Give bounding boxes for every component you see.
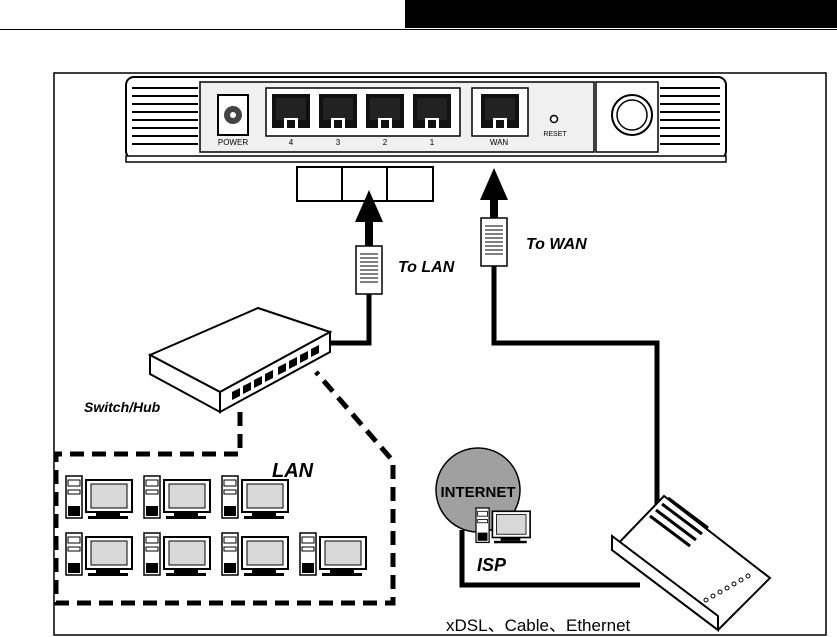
lan-computer-icon xyxy=(144,533,210,576)
wan-label: WAN xyxy=(490,138,509,147)
lan-group-label: LAN xyxy=(272,460,314,482)
wan-arrow-up-icon xyxy=(480,168,508,200)
lan-cable xyxy=(330,294,369,343)
lan-computer-icon xyxy=(222,476,288,519)
switch-icon xyxy=(150,308,330,412)
lan-bracket xyxy=(297,167,433,201)
lan-computer-icon xyxy=(300,533,366,576)
to-wan-label: To WAN xyxy=(526,236,587,253)
switch-hub-label: Switch/Hub xyxy=(84,399,161,415)
isp-label: ISP xyxy=(477,555,507,575)
lan-computer-icon xyxy=(144,476,210,519)
port-label-3: 3 xyxy=(336,138,341,147)
antenna-knob-icon xyxy=(612,95,652,135)
port-label-1: 1 xyxy=(430,138,435,147)
to-lan-label: To LAN xyxy=(398,259,455,276)
modem-caption: xDSL、Cable、Ethernet xyxy=(446,616,631,635)
wan-rj45-plug-icon xyxy=(481,218,507,266)
lan-port-2-icon xyxy=(366,94,404,128)
lan-computer-icon xyxy=(66,476,132,519)
internet-label: INTERNET xyxy=(441,484,516,501)
lan-computer-icon xyxy=(66,533,132,576)
reset-label: RESET xyxy=(543,131,567,138)
lan-rj45-plug-icon xyxy=(356,246,382,294)
reset-button-icon xyxy=(551,116,558,123)
port-label-2: 2 xyxy=(383,138,388,147)
modem-icon xyxy=(612,496,770,630)
power-label: POWER xyxy=(218,138,248,147)
lan-arrow-up-icon xyxy=(355,190,383,222)
lan-computer-icon xyxy=(222,533,288,576)
power-jack-icon xyxy=(218,95,248,135)
wan-port-icon xyxy=(481,94,519,128)
port-label-4: 4 xyxy=(289,138,294,147)
lan-port-1-icon xyxy=(413,94,451,128)
lan-port-3-icon xyxy=(319,94,357,128)
isp-computer-icon xyxy=(476,508,530,543)
lan-port-4-icon xyxy=(272,94,310,128)
